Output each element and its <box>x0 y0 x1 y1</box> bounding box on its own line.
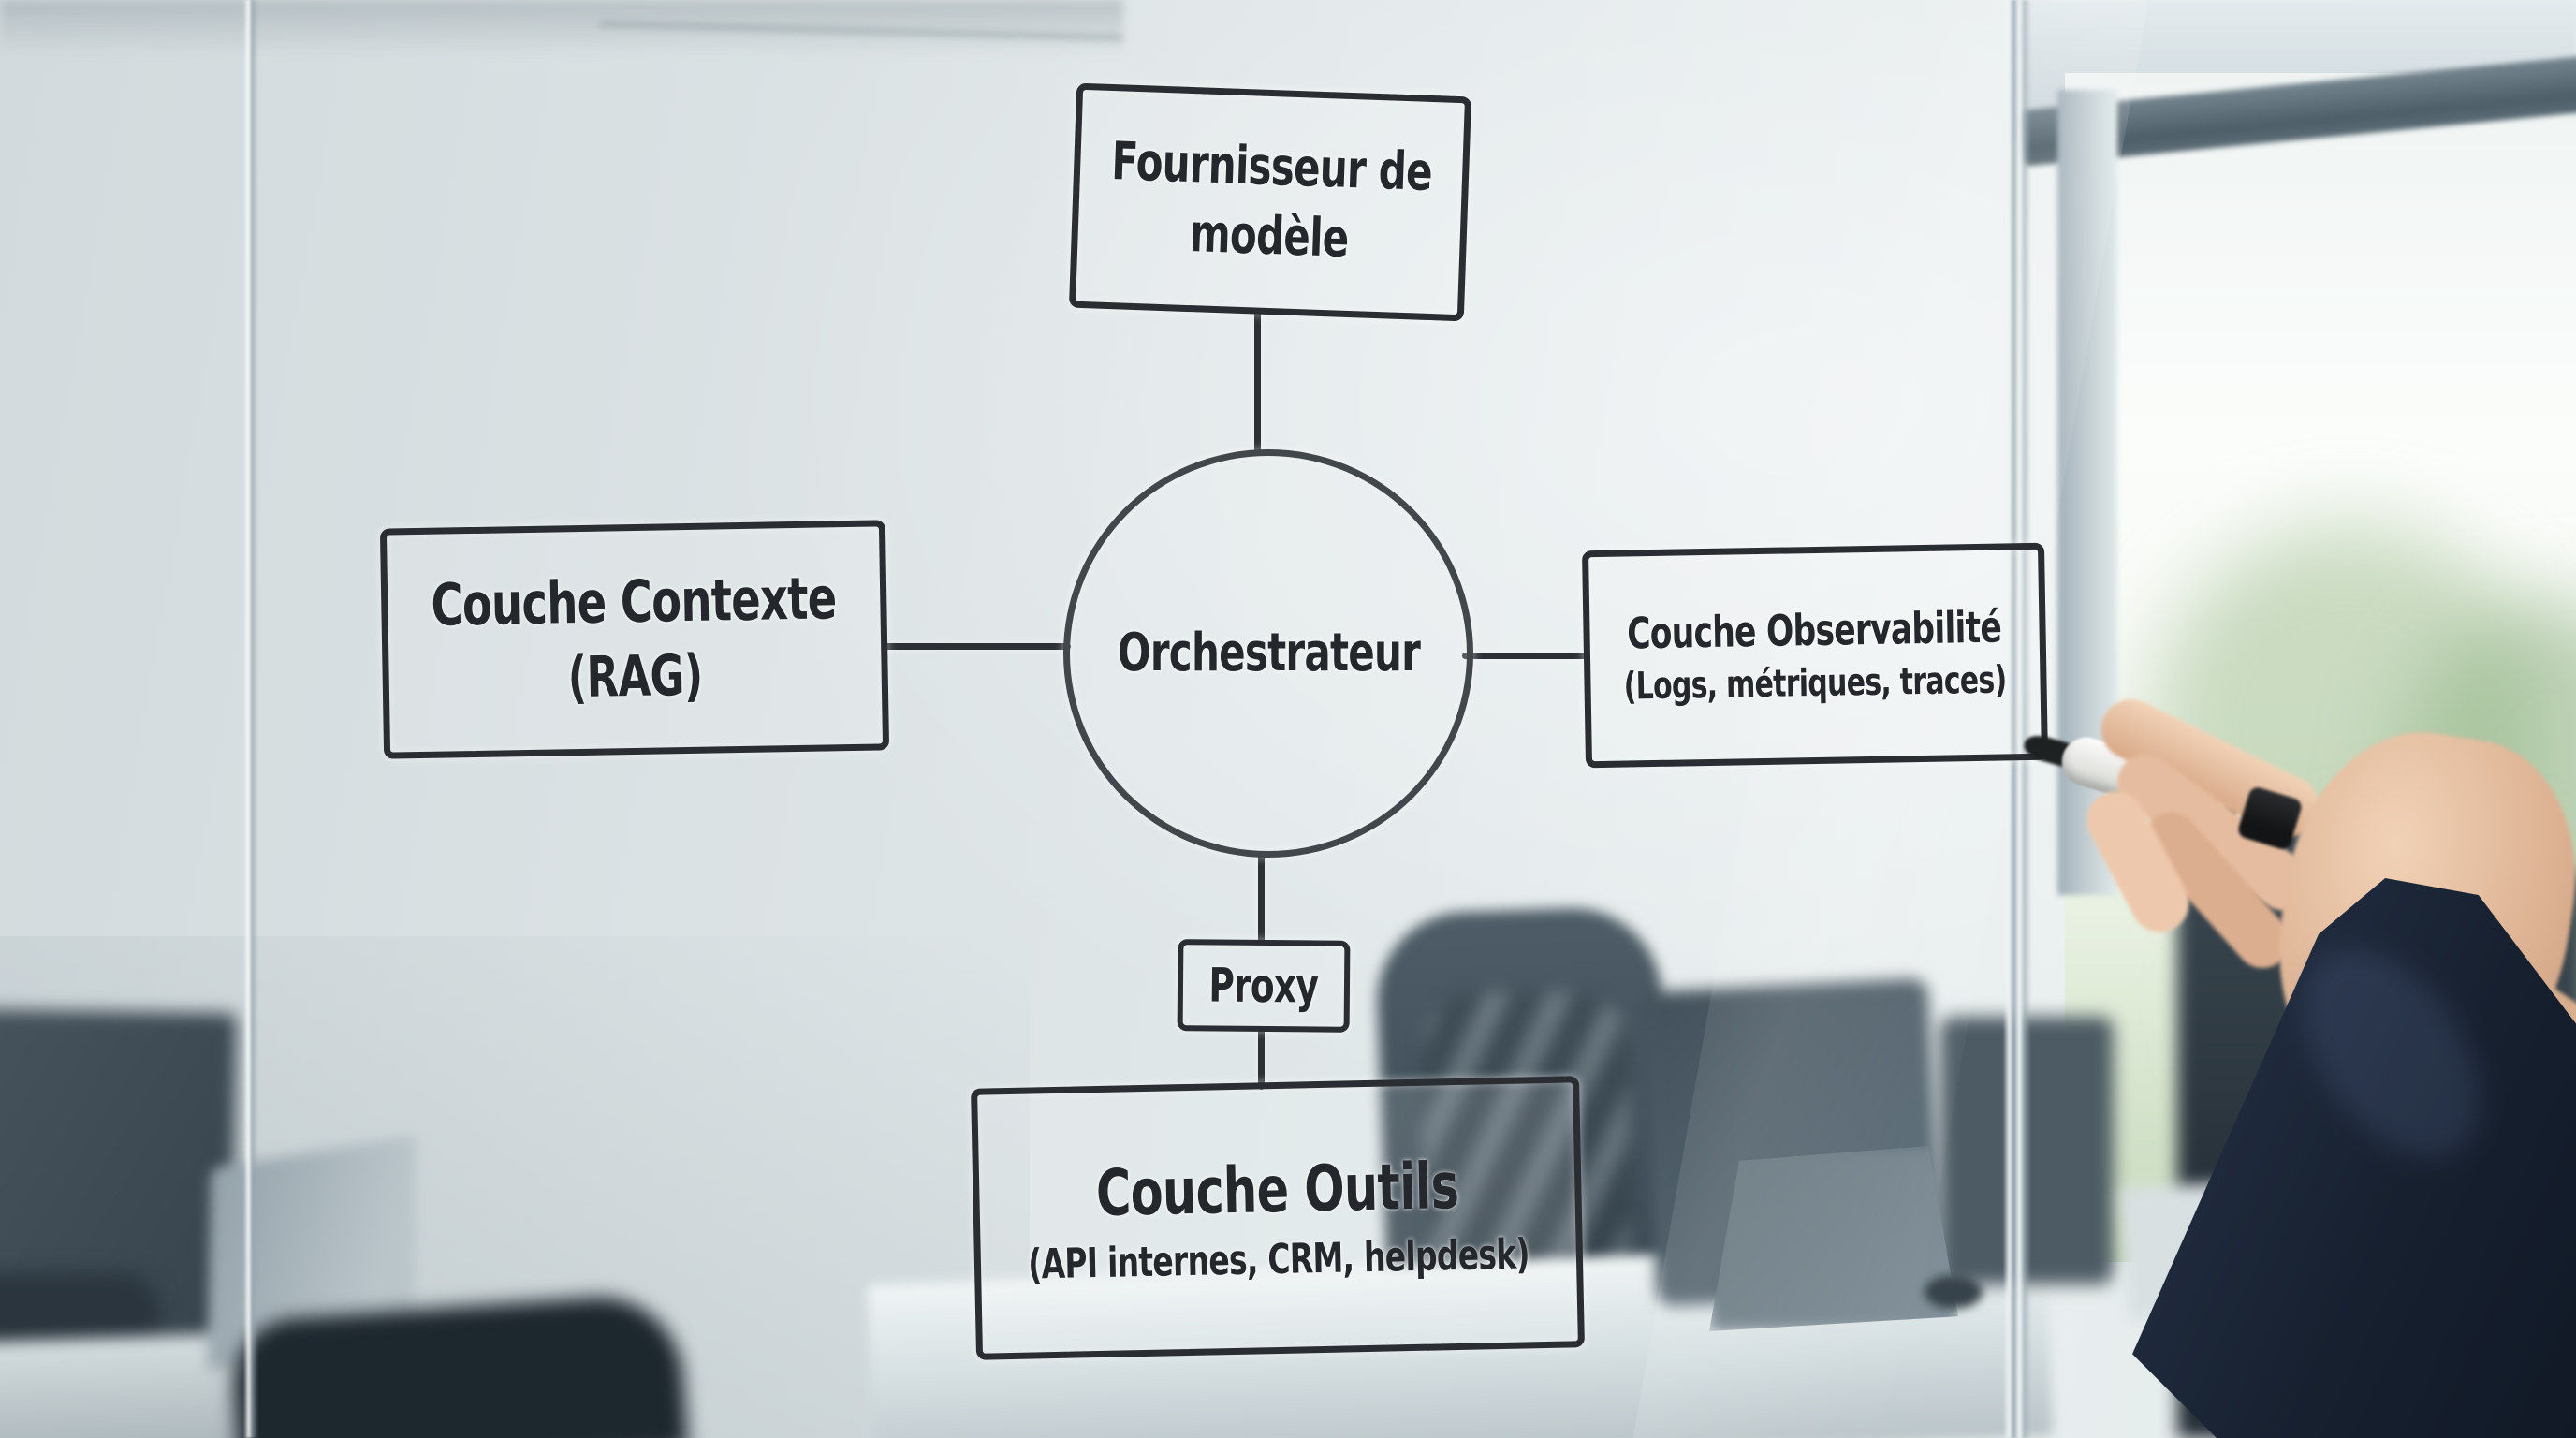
laptop <box>1709 1146 1958 1331</box>
node-orchestrator: Orchestrateur <box>1063 449 1473 858</box>
connector-orchestrator-proxy <box>1258 852 1265 944</box>
node-tools-layer: Couche Outils (API internes, CRM, helpde… <box>971 1076 1585 1360</box>
ceiling-shadow <box>0 0 1123 56</box>
node-label: Couche Observabilité <box>1627 601 2002 659</box>
node-context-layer: Couche Contexte (RAG) <box>379 520 890 759</box>
connector-model-orchestrator <box>1254 311 1261 453</box>
node-label: Proxy <box>1208 958 1319 1014</box>
node-label: modèle <box>1188 203 1350 270</box>
node-label: (RAG) <box>567 643 704 712</box>
node-label: Couche Outils <box>1094 1150 1459 1232</box>
glass-seam-left <box>243 0 258 1438</box>
mouse <box>1925 1275 1983 1309</box>
node-label: Couche Contexte <box>431 564 838 640</box>
glass-seam-right <box>2003 0 2031 1438</box>
node-label: (Logs, métriques, traces) <box>1623 658 2008 709</box>
node-observability-layer: Couche Observabilité (Logs, métriques, t… <box>1582 542 2048 769</box>
node-label: Orchestrateur <box>1117 623 1420 684</box>
connector-orchestrator-observability <box>1462 653 1589 659</box>
node-label: Fournisseur de <box>1110 131 1433 204</box>
node-model-provider: Fournisseur de modèle <box>1068 82 1472 322</box>
connector-context-orchestrator <box>884 643 1071 650</box>
node-label: (API internes, CRM, helpdesk) <box>1027 1230 1530 1289</box>
node-proxy: Proxy <box>1177 939 1351 1033</box>
connector-proxy-tools <box>1258 1028 1265 1090</box>
